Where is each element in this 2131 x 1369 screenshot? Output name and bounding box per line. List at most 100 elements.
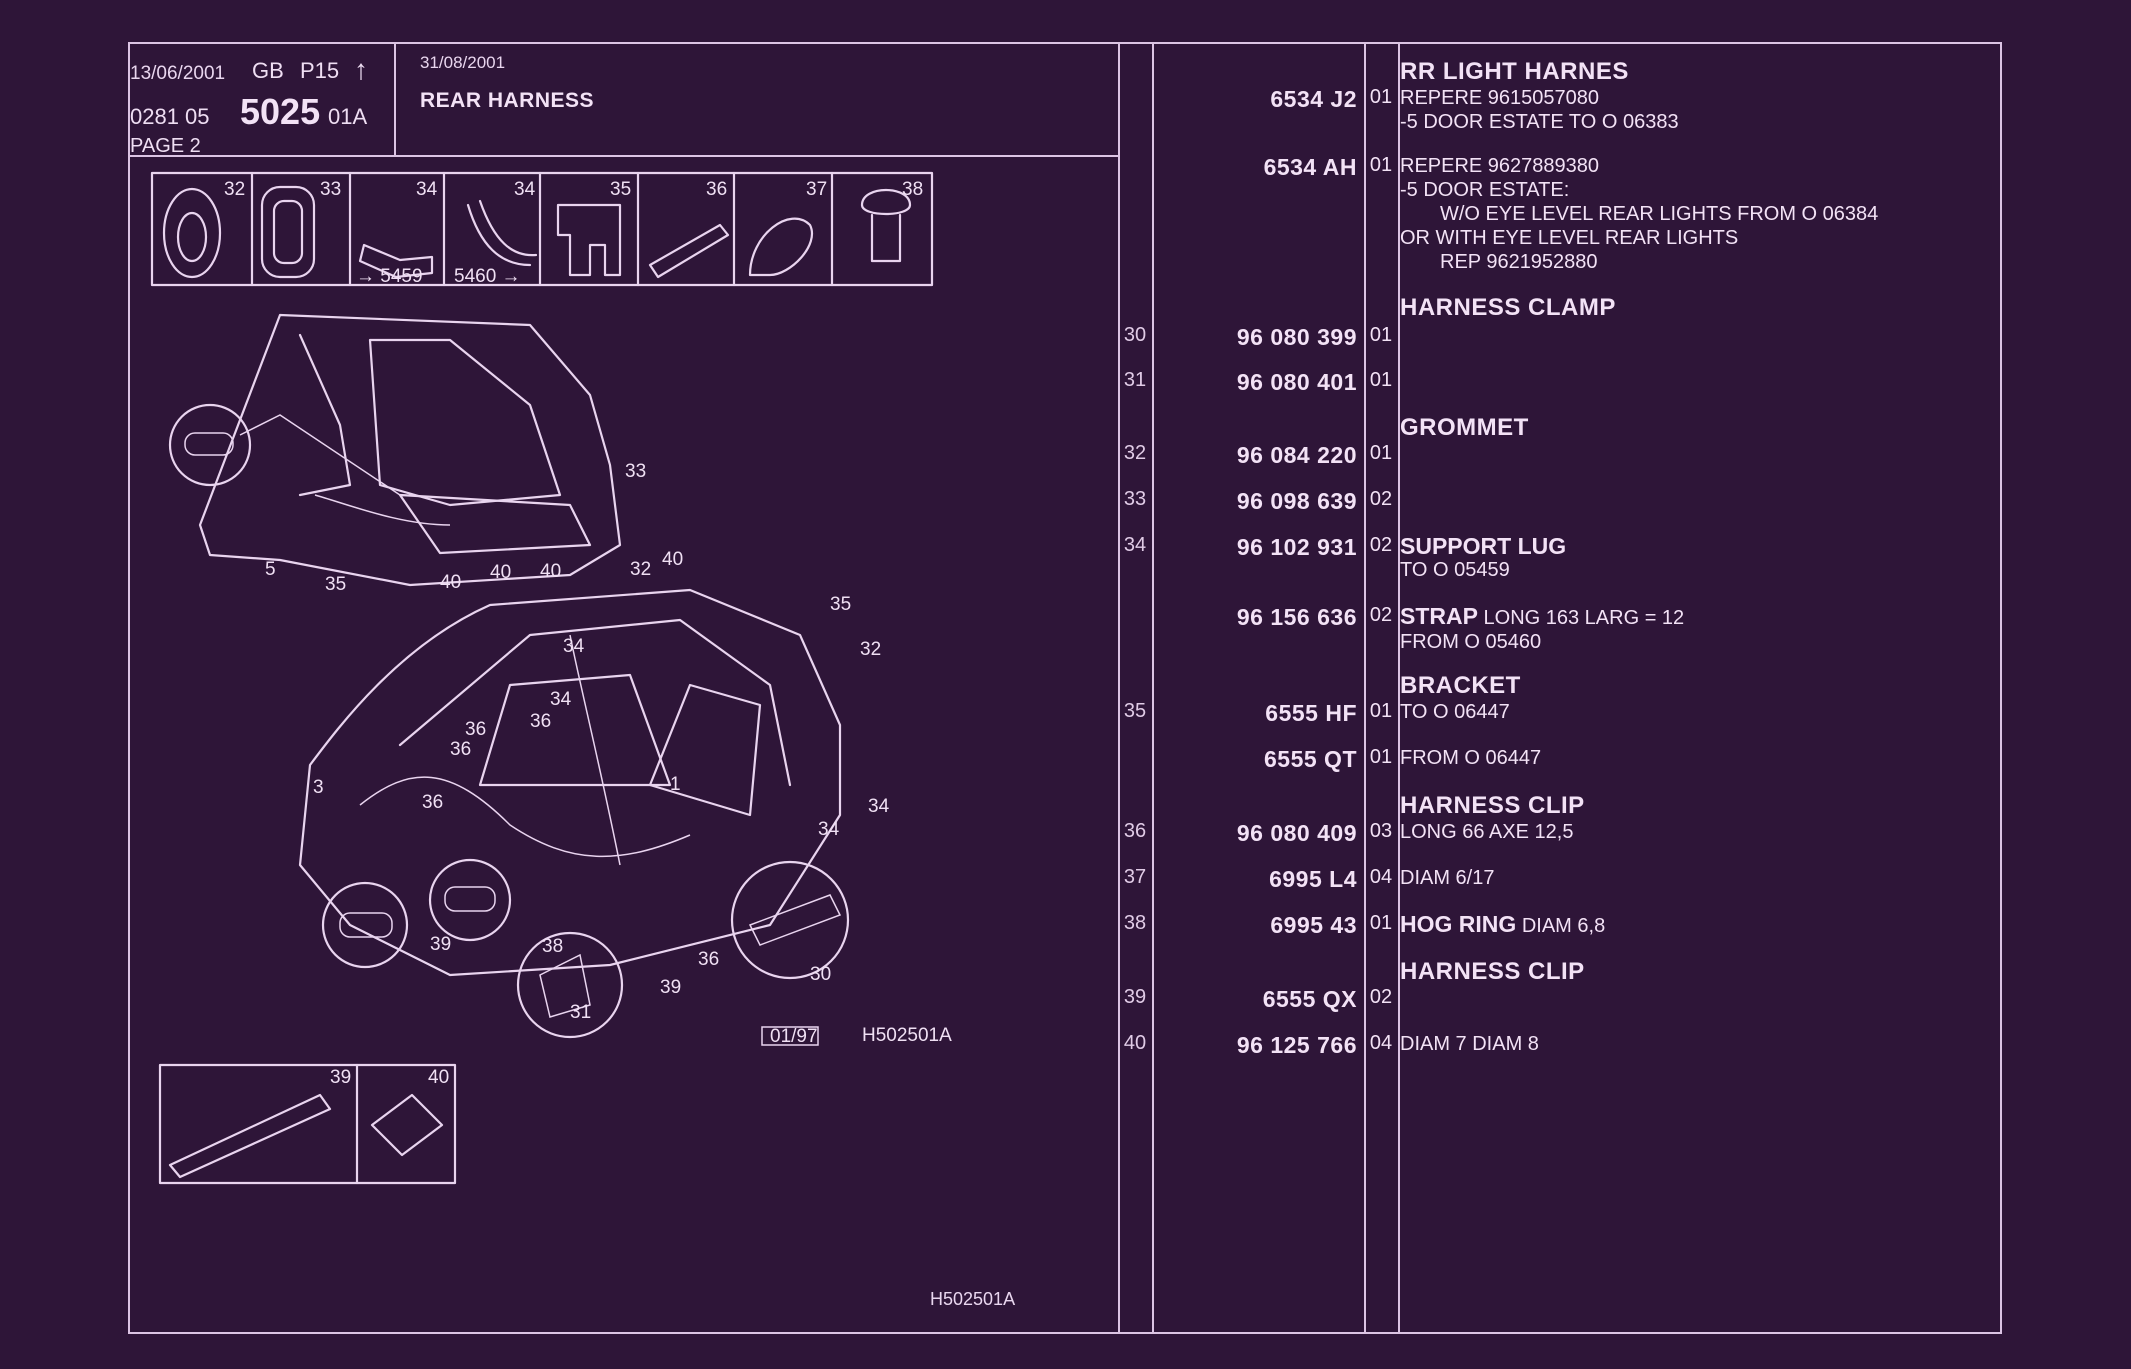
svg-text:35: 35 [830,594,851,615]
part-row: 39 6555 QX 02 [1123,986,1393,1012]
diagram-stamp: 01/97 [770,1026,818,1047]
svg-text:38: 38 [542,936,563,957]
header-code-main: 5025 [240,91,321,132]
thumb-label: 33 [320,179,341,200]
part-ref: 6555 QT [1264,746,1357,772]
part-ref: 96 125 766 [1236,1032,1357,1058]
part-desc: REPERE 9615057080-5 DOOR ESTATE TO O 063… [1400,87,1679,133]
part-row: 96 156 636 02 STRAP LONG 163 LARG = 12 F… [1236,603,1685,653]
part-row: 6534 J2 01 REPERE 9615057080-5 DOOR ESTA… [0,86,2131,133]
svg-text:34: 34 [563,636,585,657]
part-desc: DIAM 7 DIAM 8 [1400,1033,1539,1055]
svg-text:34: 34 [818,819,840,840]
svg-text:39: 39 [660,977,681,998]
part-row: 6534 AH 01 REPERE 9627889380 -5 DOOR EST… [1263,154,1879,273]
svg-text:36: 36 [698,949,719,970]
thumb-sub-b: 5460 → [454,266,521,287]
svg-text:32: 32 [630,559,651,580]
part-ref: 96 080 409 [1236,820,1357,846]
section-title: HARNESS CLAMP [1400,294,1616,321]
part-desc: STRAP LONG 163 LARG = 12 FROM O 05460 [1400,603,1685,653]
svg-text:40: 40 [540,561,561,582]
thumb-label: 38 [902,179,923,200]
up-arrow-icon: ↑ [354,54,368,85]
svg-text:39: 39 [430,934,451,955]
thumb-label: 37 [806,179,827,200]
header-date: 13/06/2001 [130,63,226,84]
section-title: HARNESS CLIP [1400,792,1585,819]
part-ref: 96 084 220 [1236,442,1357,468]
svg-text:1: 1 [670,774,681,795]
catalog-sheet [128,42,2002,1334]
header-divider [128,155,1118,157]
header-page-code: P15 [300,58,340,83]
part-row: 38 6995 43 01 HOG RING DIAM 6,8 [1123,911,1606,938]
diagram-ref-small: H502501A [862,1025,952,1046]
svg-text:40: 40 [440,572,461,593]
part-ref: 6534 AH [1263,154,1357,180]
part-desc: LONG 66 AXE 12,5 [1400,821,1574,843]
header-code-prefix: 0281 05 [130,104,210,129]
header-lang: GB [252,58,284,83]
header-revision-date: 31/08/2001 [420,53,506,72]
svg-text:31: 31 [570,1002,591,1023]
section-title: GROMMET [1400,414,1529,441]
column-divider-qty [1364,42,1366,1332]
part-row: 37 6995 L4 04 DIAM 6/17 [1123,866,1495,892]
part-desc: DIAM 6/17 [1400,867,1495,889]
part-desc: FROM O 06447 [1400,747,1542,769]
exploded-diagram: 32 33 34 34 35 36 37 38 → 5459 5460 → 33… [150,165,1130,1350]
part-row: 6555 QT 01 FROM O 06447 [1264,746,1542,772]
part-ref: 6555 QX [1262,986,1357,1012]
part-qty: 01 [1369,86,1393,108]
column-divider-ref [1152,42,1154,1332]
part-row: 31 96 080 401 01 [1123,369,1393,395]
svg-text:36: 36 [422,792,443,813]
svg-text:40: 40 [428,1067,449,1088]
svg-text:35: 35 [325,574,346,595]
part-row: 36 96 080 409 03 LONG 66 AXE 12,5 [1123,820,1574,846]
svg-text:5: 5 [265,559,276,580]
part-desc: REPERE 9627889380 -5 DOOR ESTATE: W/O EY… [1400,155,1879,273]
part-ref: 96 080 399 [1236,324,1357,350]
svg-text:36: 36 [450,739,471,760]
svg-text:40: 40 [490,562,511,583]
column-divider-index [1118,42,1120,1332]
thumb-label: 35 [610,179,631,200]
section-title: HARNESS CLIP [1400,958,1585,985]
header-split [394,42,396,155]
part-ref: 6995 L4 [1269,866,1357,892]
part-ref: 6555 HF [1265,700,1357,726]
part-row: 35 6555 HF 01 TO O 06447 [1123,700,1510,726]
svg-text:33: 33 [625,461,646,482]
part-ref: 96 156 636 [1236,604,1357,630]
svg-text:36: 36 [465,719,486,740]
svg-text:36: 36 [530,711,551,732]
part-ref: 96 098 639 [1236,488,1357,514]
header-page-number: PAGE 2 [130,135,201,157]
section-title: BRACKET [1400,672,1521,699]
part-ref: 96 080 401 [1236,369,1357,395]
thumb-label: 32 [224,179,245,200]
part-row: 32 96 084 220 01 [1123,442,1393,468]
svg-text:34: 34 [868,796,890,817]
column-divider-desc [1398,42,1400,1332]
part-row: 30 96 080 399 01 [1123,324,1393,350]
svg-text:32: 32 [860,639,881,660]
part-ref: 96 102 931 [1236,534,1357,560]
svg-text:3: 3 [313,777,324,798]
svg-text:30: 30 [810,964,831,985]
part-desc: TO O 06447 [1400,701,1510,723]
part-desc: HOG RING DIAM 6,8 [1400,911,1606,937]
header-title: REAR HARNESS [420,89,595,112]
part-ref: 6534 J2 [1270,86,1357,112]
thumb-label: 34 [416,179,438,200]
svg-text:34: 34 [550,689,572,710]
thumb-sub-a: → 5459 [356,266,423,287]
part-row: 40 96 125 766 04 DIAM 7 DIAM 8 [1123,1032,1539,1058]
thumb-label: 36 [706,179,727,200]
svg-text:39: 39 [330,1067,351,1088]
header-code-suffix: 01A [328,104,368,129]
